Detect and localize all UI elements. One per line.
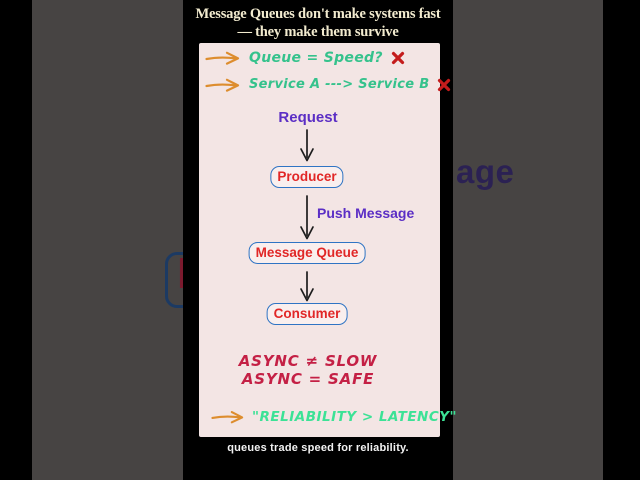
arrow-right-icon [211,411,244,424]
page-title: Message Queues don't make systems fast —… [183,5,453,41]
background-message-queue-box-partial: M [165,249,183,308]
cross-icon [438,78,451,91]
producer-node: Producer [270,166,344,188]
main-column: Message Queues don't make systems fast —… [183,0,457,480]
background-text-partial: age [456,153,515,190]
title-line-2: — they make them survive [237,24,399,40]
cross-icon [391,51,404,65]
async-line-1: ASYNC ≠ SLOW [238,352,378,370]
myth-row-service-a-b: Service A ---> Service B [205,77,451,92]
message-queue-node: Message Queue [248,242,366,264]
conclusion-text: "RELIABILITY > LATENCY" [252,409,458,425]
background-letter-m: M [177,249,183,299]
arrow-down-icon [300,271,314,302]
async-line-2: ASYNC = SAFE [241,370,375,388]
title-line-1: Message Queues don't make systems fast [195,6,441,22]
arrow-down-icon [300,129,314,162]
push-message-label: Push Message [317,205,415,221]
consumer-node: Consumer [266,303,348,325]
background-left-panel: M [32,0,183,480]
diagram-card: Queue = Speed? Service A ---> Service B … [199,43,457,437]
myth-text-queue-speed: Queue = Speed? [249,50,383,66]
arrow-right-icon [205,51,240,65]
arrow-right-icon [205,78,240,92]
arrow-down-icon [300,195,314,240]
background-right-panel: age [453,0,603,480]
myth-row-queue-speed: Queue = Speed? [205,50,405,66]
conclusion-row: "RELIABILITY > LATENCY" [211,409,457,425]
myth-text-service-a-b: Service A ---> Service B [249,77,430,92]
async-notes: ASYNC ≠ SLOW ASYNC = SAFE [199,352,417,388]
caption-text: queues trade speed for reliability. [227,442,409,454]
request-label: Request [278,109,338,126]
